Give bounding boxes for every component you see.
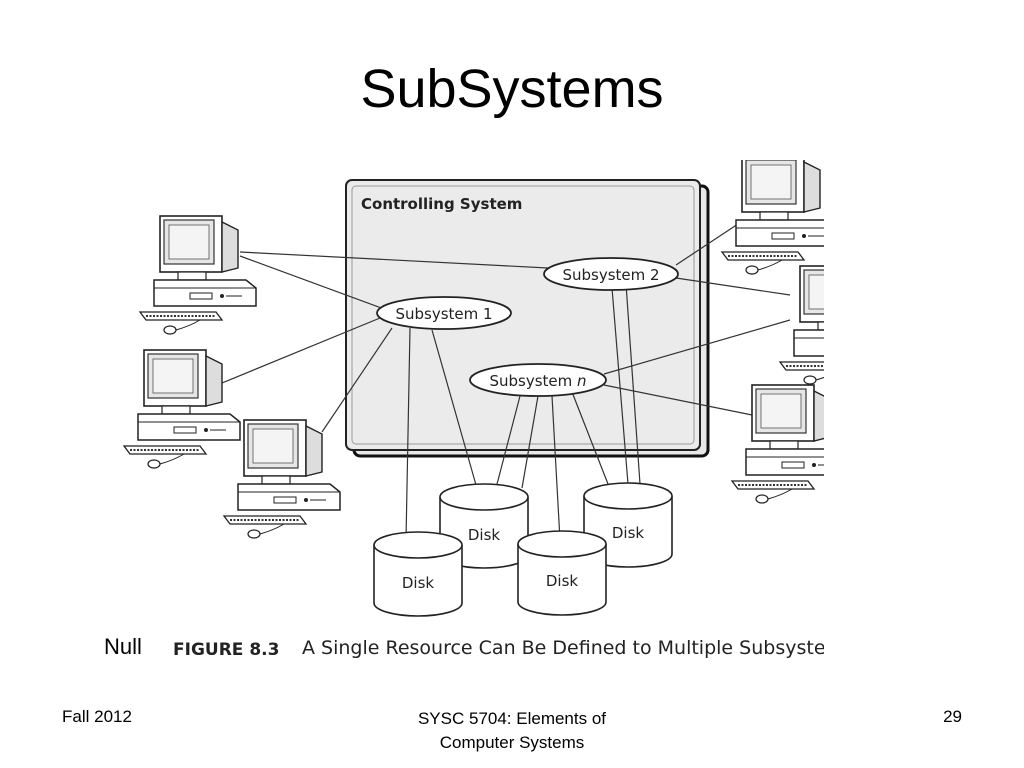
- footer-course-line-1: SYSC 5704: Elements of: [417, 709, 607, 728]
- connection-lines: [221, 219, 791, 541]
- disk-4: Disk: [517, 530, 607, 616]
- page-number: 29: [943, 707, 962, 726]
- disk-3: Disk: [373, 531, 463, 617]
- slide-title: SubSystems: [360, 59, 664, 119]
- computer-icon: [123, 349, 241, 469]
- disk-4-label: Disk: [546, 572, 579, 590]
- disk-2-label: Disk: [612, 524, 645, 542]
- computer-icon: [731, 384, 824, 504]
- computer-icon: [139, 215, 257, 335]
- subsystem-n-node: Subsystem n: [469, 363, 607, 397]
- null-label: Null: [104, 634, 142, 659]
- footer-course-line-2: Computer Systems: [439, 733, 585, 752]
- disk-1: Disk: [439, 483, 529, 569]
- footer-date: Fall 2012: [62, 707, 132, 726]
- computer-icon: [779, 265, 824, 385]
- subsystem-2-label: Subsystem 2: [562, 266, 659, 284]
- figure-caption-text: A Single Resource Can Be Defined to Mult…: [302, 637, 826, 659]
- computer-icon: [223, 419, 341, 539]
- disk-2: Disk: [583, 482, 673, 568]
- subsystem-1-node: Subsystem 1: [376, 296, 512, 330]
- subsystem-1-label: Subsystem 1: [395, 305, 492, 323]
- disk-3-label: Disk: [402, 574, 435, 592]
- controlling-system-label: Controlling System: [361, 195, 522, 213]
- figure-caption-number: FIGURE 8.3: [173, 640, 279, 660]
- subsystem-n-label: Subsystem n: [489, 372, 586, 390]
- computer-icon: [721, 160, 824, 275]
- subsystem-2-node: Subsystem 2: [543, 257, 679, 291]
- footer-course: SYSC 5704: Elements of Computer Systems: [362, 707, 662, 755]
- disk-1-label: Disk: [468, 526, 501, 544]
